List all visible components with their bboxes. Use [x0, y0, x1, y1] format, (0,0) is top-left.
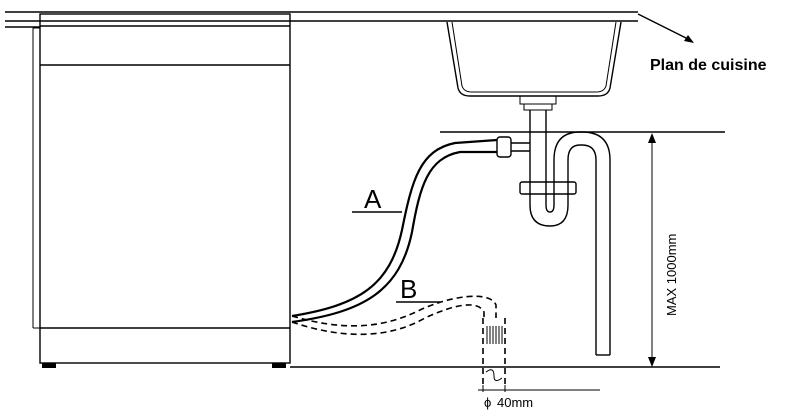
countertop [5, 11, 638, 28]
max-height-dimension [648, 133, 656, 367]
diameter-symbol: ϕ [484, 395, 491, 410]
diameter-label: 40mm [497, 395, 533, 410]
dishwasher-feet [42, 363, 286, 368]
sink-drain-trap [496, 110, 611, 356]
max-height-label: MAX 1000mm [664, 234, 679, 316]
drain-hose-a [291, 138, 498, 324]
hose-b-label: B [400, 274, 417, 304]
drain-hose-b [291, 295, 497, 336]
diameter-dimension [478, 385, 600, 392]
hose-a-label: A [364, 184, 382, 214]
floor-standpipe [482, 318, 506, 385]
sink-basin [446, 21, 622, 111]
dishwasher-body [32, 13, 291, 364]
countertop-leader-arrow [637, 13, 694, 43]
countertop-label: Plan de cuisine [650, 57, 767, 74]
